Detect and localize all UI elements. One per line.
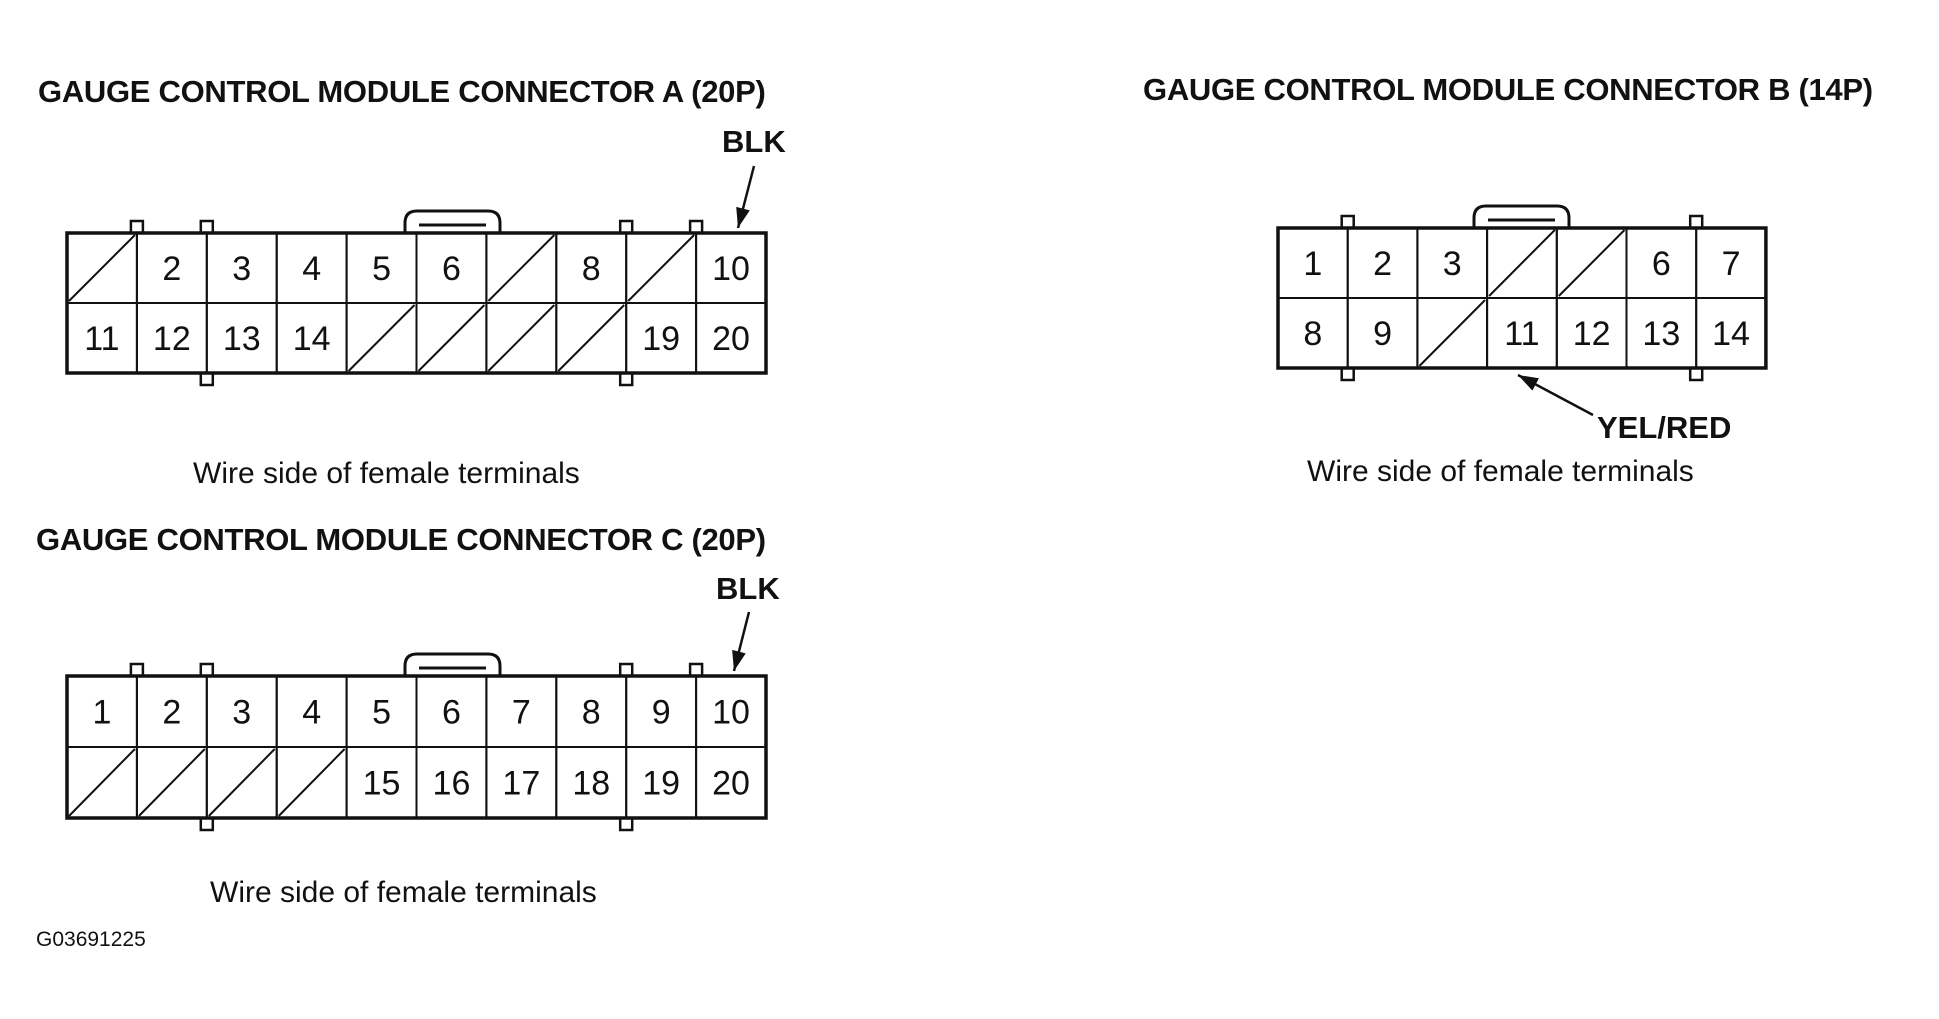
connector-c-terminal-2: 2 bbox=[162, 694, 181, 732]
connector-a-terminal-12: 12 bbox=[153, 320, 191, 358]
connector-a-empty-cavity-slash bbox=[347, 304, 416, 372]
connector-c-terminal-7: 7 bbox=[512, 694, 531, 732]
figure-id: G03691225 bbox=[36, 928, 146, 951]
callout-arrows bbox=[732, 165, 1594, 672]
connector-b-empty-cavity-slash bbox=[1558, 229, 1626, 297]
connector-a-empty-cavity-slash bbox=[68, 234, 136, 302]
connector-b-terminal-11: 11 bbox=[1504, 315, 1539, 353]
connector-b-terminal-cell bbox=[1695, 297, 1767, 369]
connector-c-title: GAUGE CONTROL MODULE CONNECTOR C (20P) bbox=[36, 522, 766, 557]
connector-b-terminal-12: 12 bbox=[1573, 315, 1611, 353]
connector-c-terminal-9: 9 bbox=[652, 694, 671, 732]
connector-a-terminal-19: 19 bbox=[642, 320, 680, 358]
connector-c-guide-tab bbox=[199, 816, 215, 832]
connector-b-terminal-13: 13 bbox=[1642, 315, 1680, 353]
connector-b-terminal-1: 1 bbox=[1303, 245, 1322, 283]
connector-a-terminal-6: 6 bbox=[442, 250, 461, 288]
connector-b-empty-cavity-slash bbox=[1488, 229, 1556, 297]
connector-a-terminal-cell bbox=[695, 302, 767, 374]
connector-c-terminal-3: 3 bbox=[232, 694, 251, 732]
connector-a-body: 2 3 4 5 6 8 10 11 12 13 14 19 20 bbox=[65, 209, 768, 387]
connector-a-empty-cavity-slash bbox=[557, 304, 625, 372]
connector-a-terminal-10: 10 bbox=[712, 250, 750, 288]
connector-c-empty-cavity-slash bbox=[208, 748, 276, 817]
connector-b-arrow-head bbox=[1518, 375, 1539, 391]
connector-a-empty-cavity-slash bbox=[487, 304, 556, 372]
connector-a-guide-tab bbox=[618, 371, 634, 387]
connector-a-wire-color-label: BLK bbox=[722, 124, 786, 159]
connector-b-terminal-2: 2 bbox=[1373, 245, 1392, 283]
connector-a-terminal-13: 13 bbox=[223, 320, 261, 358]
connector-c-terminal-5: 5 bbox=[372, 694, 391, 732]
connector-c-terminal-17: 17 bbox=[502, 765, 540, 803]
connector-b-guide-tab bbox=[1340, 366, 1355, 382]
connector-c-terminal-15: 15 bbox=[363, 765, 401, 803]
connector-b-terminal-3: 3 bbox=[1443, 245, 1462, 283]
connector-a-lock-tab bbox=[403, 209, 502, 233]
connector-c-guide-tab bbox=[688, 662, 704, 678]
connector-a-guide-tab bbox=[199, 371, 215, 387]
connector-b-wire-color-label: YEL/RED bbox=[1597, 410, 1732, 445]
connector-b-terminal-8: 8 bbox=[1303, 315, 1322, 353]
connector-a-terminal-14: 14 bbox=[293, 320, 331, 358]
connector-c-terminal-6: 6 bbox=[442, 694, 461, 732]
connector-b-title: GAUGE CONTROL MODULE CONNECTOR B (14P) bbox=[1143, 72, 1873, 107]
connector-c-terminal-1: 1 bbox=[92, 694, 111, 732]
connector-c-terminal-10: 10 bbox=[712, 694, 750, 732]
connector-c-caption: Wire side of female terminals bbox=[210, 876, 597, 909]
connector-c-terminal-8: 8 bbox=[582, 694, 601, 732]
connector-a-terminal-2: 2 bbox=[162, 250, 181, 288]
connector-a-empty-cavity-slash bbox=[487, 234, 556, 302]
connector-b-terminal-7: 7 bbox=[1722, 245, 1741, 283]
connector-b-terminal-6: 6 bbox=[1652, 245, 1671, 283]
connector-a-terminal-3: 3 bbox=[232, 250, 251, 288]
connector-a-terminal-5: 5 bbox=[372, 250, 391, 288]
connector-c-guide-tab bbox=[618, 816, 634, 832]
connector-c-terminal-cell bbox=[695, 746, 767, 819]
connector-b-lock-tab bbox=[1472, 204, 1571, 228]
connector-b-guide-tab bbox=[1688, 366, 1704, 382]
connector-a-guide-tab bbox=[199, 219, 215, 235]
connector-b-caption: Wire side of female terminals bbox=[1307, 455, 1694, 488]
connector-b-empty-cavity-slash bbox=[1418, 299, 1486, 367]
connector-c-terminal-18: 18 bbox=[572, 765, 610, 803]
connector-b-guide-tab bbox=[1688, 214, 1704, 230]
connector-a-arrow-head bbox=[736, 206, 750, 228]
connector-c-wire-color-label: BLK bbox=[716, 571, 780, 606]
connector-a-empty-cavity-slash bbox=[417, 304, 486, 372]
connector-a-empty-cavity-slash bbox=[627, 234, 695, 302]
connector-b-guide-tab bbox=[1340, 214, 1355, 230]
connector-a-terminal-4: 4 bbox=[302, 250, 321, 288]
connector-c-terminal-20: 20 bbox=[712, 765, 750, 803]
connector-c-empty-cavity-slash bbox=[138, 748, 206, 817]
connector-a-caption: Wire side of female terminals bbox=[193, 457, 580, 490]
connector-a-guide-tab bbox=[618, 219, 634, 235]
connector-a-guide-tab bbox=[129, 219, 145, 235]
connector-c-lock-tab bbox=[403, 652, 502, 676]
connector-c-arrow-head bbox=[732, 649, 746, 671]
connector-a-terminal-20: 20 bbox=[712, 320, 750, 358]
connector-b-terminal-14: 14 bbox=[1712, 315, 1750, 353]
connector-a-terminal-11: 11 bbox=[84, 320, 119, 358]
connector-b-terminal-9: 9 bbox=[1373, 315, 1392, 353]
connector-c-empty-cavity-slash bbox=[277, 748, 346, 817]
connector-c-guide-tab bbox=[618, 662, 634, 678]
connector-c-body: 1 2 3 4 5 6 7 8 9 10 15 16 17 18 19 20 bbox=[65, 652, 768, 832]
connector-c-guide-tab bbox=[129, 662, 145, 678]
connector-a-terminal-8: 8 bbox=[582, 250, 601, 288]
connector-c-terminal-4: 4 bbox=[302, 694, 321, 732]
connector-c-empty-cavity-slash bbox=[68, 748, 136, 817]
connector-c-terminal-19: 19 bbox=[642, 765, 680, 803]
connector-c-terminal-16: 16 bbox=[433, 765, 471, 803]
connector-a-title: GAUGE CONTROL MODULE CONNECTOR A (20P) bbox=[38, 74, 766, 109]
connector-c-guide-tab bbox=[199, 662, 215, 678]
connector-a-guide-tab bbox=[688, 219, 704, 235]
